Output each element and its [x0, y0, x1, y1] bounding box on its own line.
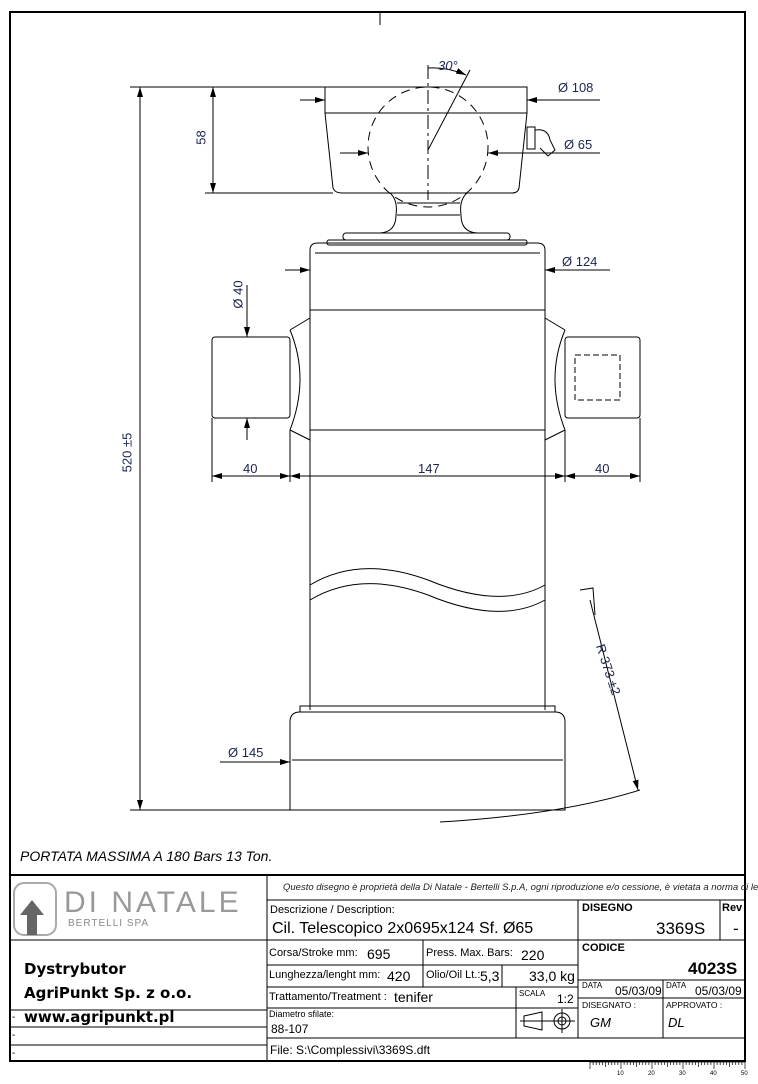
treatment: tenifer	[394, 989, 433, 1005]
ball-socket-head	[324, 65, 556, 208]
approved-by: DL	[668, 1015, 685, 1030]
stroke: 695	[367, 946, 391, 962]
cylinder-top	[309, 242, 546, 310]
notice: Questo disegno è proprietà della Di Nata…	[283, 882, 758, 893]
dim-dia-ball: Ø 65	[564, 137, 593, 152]
projection-symbol-icon	[520, 1009, 575, 1033]
drawing-frame	[9, 11, 746, 1062]
extended-dia-label: Diametro sfilate:	[269, 1009, 335, 1019]
description-label: Descrizione / Description:	[270, 904, 395, 916]
logo-name: DI NATALE	[64, 886, 242, 919]
rev: -	[733, 919, 739, 938]
dim-dia-head: Ø 108	[558, 80, 594, 95]
dim-angle: 30°	[438, 58, 458, 73]
description: Cil. Telescopico 2x0695x124 Sf. Ø65	[272, 920, 534, 937]
logo-sub: BERTELLI SPA	[68, 918, 150, 929]
codice: 4023S	[688, 959, 738, 978]
dash-row: -	[12, 1012, 16, 1023]
ruler-label: 50	[741, 1071, 748, 1077]
ruler-label: 40	[710, 1071, 717, 1077]
scale: 1:2	[557, 992, 574, 1006]
ruler-label: 10	[617, 1071, 624, 1077]
oil: 5,3	[480, 968, 500, 984]
length-label: Lunghezza/lenght mm:	[269, 969, 381, 981]
length: 420	[387, 968, 411, 984]
codice-label: CODICE	[582, 942, 625, 954]
ruler-label: 20	[648, 1071, 655, 1077]
trunnion-section	[309, 309, 546, 431]
dim-total-length: 520 ±5	[119, 432, 135, 473]
oil-label: Olio/Oil Lt.:	[426, 969, 481, 981]
dim-dia-pin: Ø 40	[230, 280, 246, 309]
dim-pin-right: 40	[595, 461, 610, 476]
cylinder-base	[289, 711, 566, 811]
drawn-by: GM	[590, 1015, 611, 1030]
dim-dia-base: Ø 145	[228, 745, 264, 760]
distributor-label: Dystrybutor	[24, 960, 126, 978]
dash-row: -	[12, 1048, 16, 1059]
dim-pin-left: 40	[243, 461, 258, 476]
rev-label: Rev	[722, 902, 743, 914]
date-label-approved: DATA	[666, 981, 687, 990]
capacity-note: PORTATA MASSIMA A 180 Bars 13 Ton.	[20, 848, 273, 864]
approved-label: APPROVATO :	[666, 1000, 723, 1010]
trunnion-pin-left	[211, 336, 291, 419]
date-approved: 05/03/09	[695, 984, 742, 998]
file-path: File: S:\Complessivi\3369S.dft	[270, 1043, 431, 1057]
ruler-label: 30	[679, 1071, 686, 1077]
stroke-label: Corsa/Stroke mm:	[269, 947, 358, 959]
dim-between-pins: 147	[418, 461, 440, 476]
disegno: 3369S	[656, 919, 706, 938]
logo-icon	[13, 882, 57, 936]
date-drawn: 05/03/09	[615, 984, 662, 998]
break-line	[309, 568, 546, 597]
drawn-label: DISEGNATO :	[582, 1000, 637, 1010]
grease-nipple-icon	[526, 126, 536, 150]
distributor-website[interactable]: www.agripunkt.pl	[24, 1008, 175, 1026]
weight: 33,0 kg	[529, 968, 575, 984]
trunnion-pin-right	[564, 336, 641, 419]
distributor-name: AgriPunkt Sp. z o.o.	[24, 984, 193, 1002]
treatment-label: Trattamento/Treatment :	[269, 991, 387, 1003]
date-label-drawn: DATA	[582, 981, 603, 990]
disegno-label: DISEGNO	[582, 902, 633, 914]
dim-head-height: 58	[193, 130, 209, 145]
dim-dia-body: Ø 124	[562, 254, 598, 269]
dash-row: -	[12, 1030, 16, 1041]
pressure-label: Press. Max. Bars:	[426, 947, 513, 959]
pressure: 220	[521, 947, 545, 963]
extended-dia: 88-107	[271, 1022, 309, 1036]
scale-label: SCALA	[519, 989, 546, 998]
